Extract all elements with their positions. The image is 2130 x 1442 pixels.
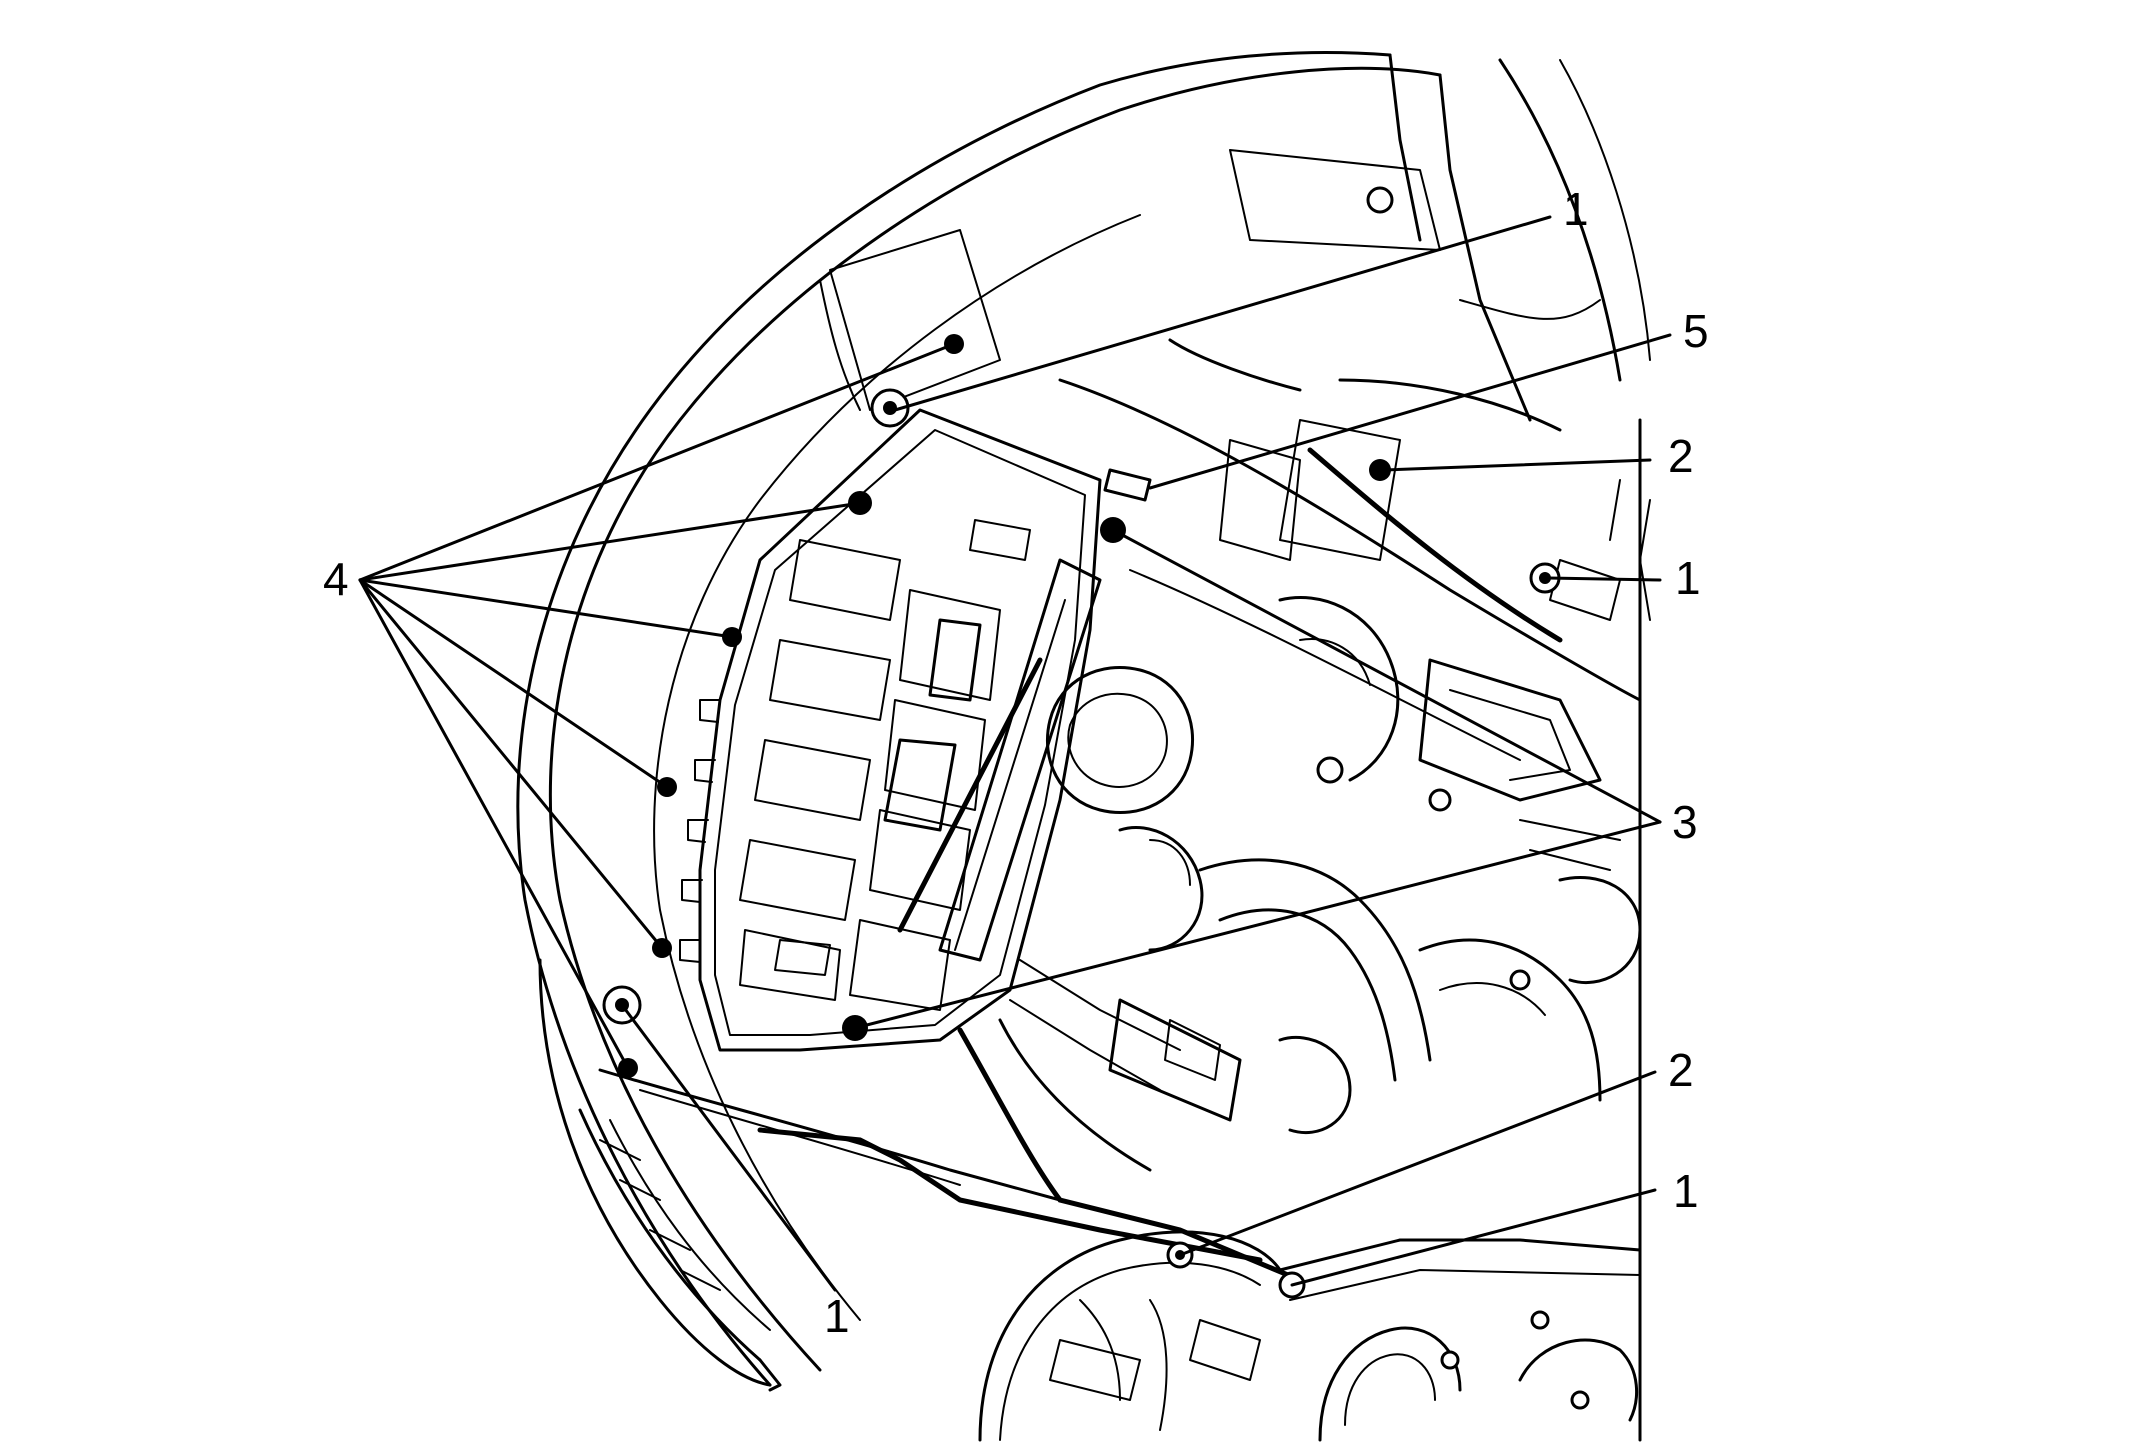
leader-lines — [358, 215, 1672, 1292]
callout-2-lower: 2 — [1668, 1044, 1694, 1096]
lower-subframe — [978, 418, 1642, 1442]
callout-4: 4 — [323, 553, 349, 605]
lower-fascia — [538, 958, 1062, 1392]
callout-1-top: 1 — [1563, 183, 1589, 235]
fastener-2-upper — [1369, 459, 1391, 481]
callout-labels: 1 5 2 1 4 3 2 1 1 — [323, 183, 1709, 1342]
center-shield-panel — [679, 408, 1152, 1052]
callout-1-lower-right: 1 — [1673, 1165, 1699, 1217]
callout-1-right: 1 — [1675, 552, 1701, 604]
callout-5: 5 — [1683, 305, 1709, 357]
callout-1-bottom: 1 — [824, 1290, 850, 1342]
cable-runs — [757, 338, 1563, 1283]
outer-shield-contour — [516, 51, 1651, 1387]
callout-2-upper: 2 — [1668, 430, 1694, 482]
callout-3: 3 — [1672, 796, 1698, 848]
